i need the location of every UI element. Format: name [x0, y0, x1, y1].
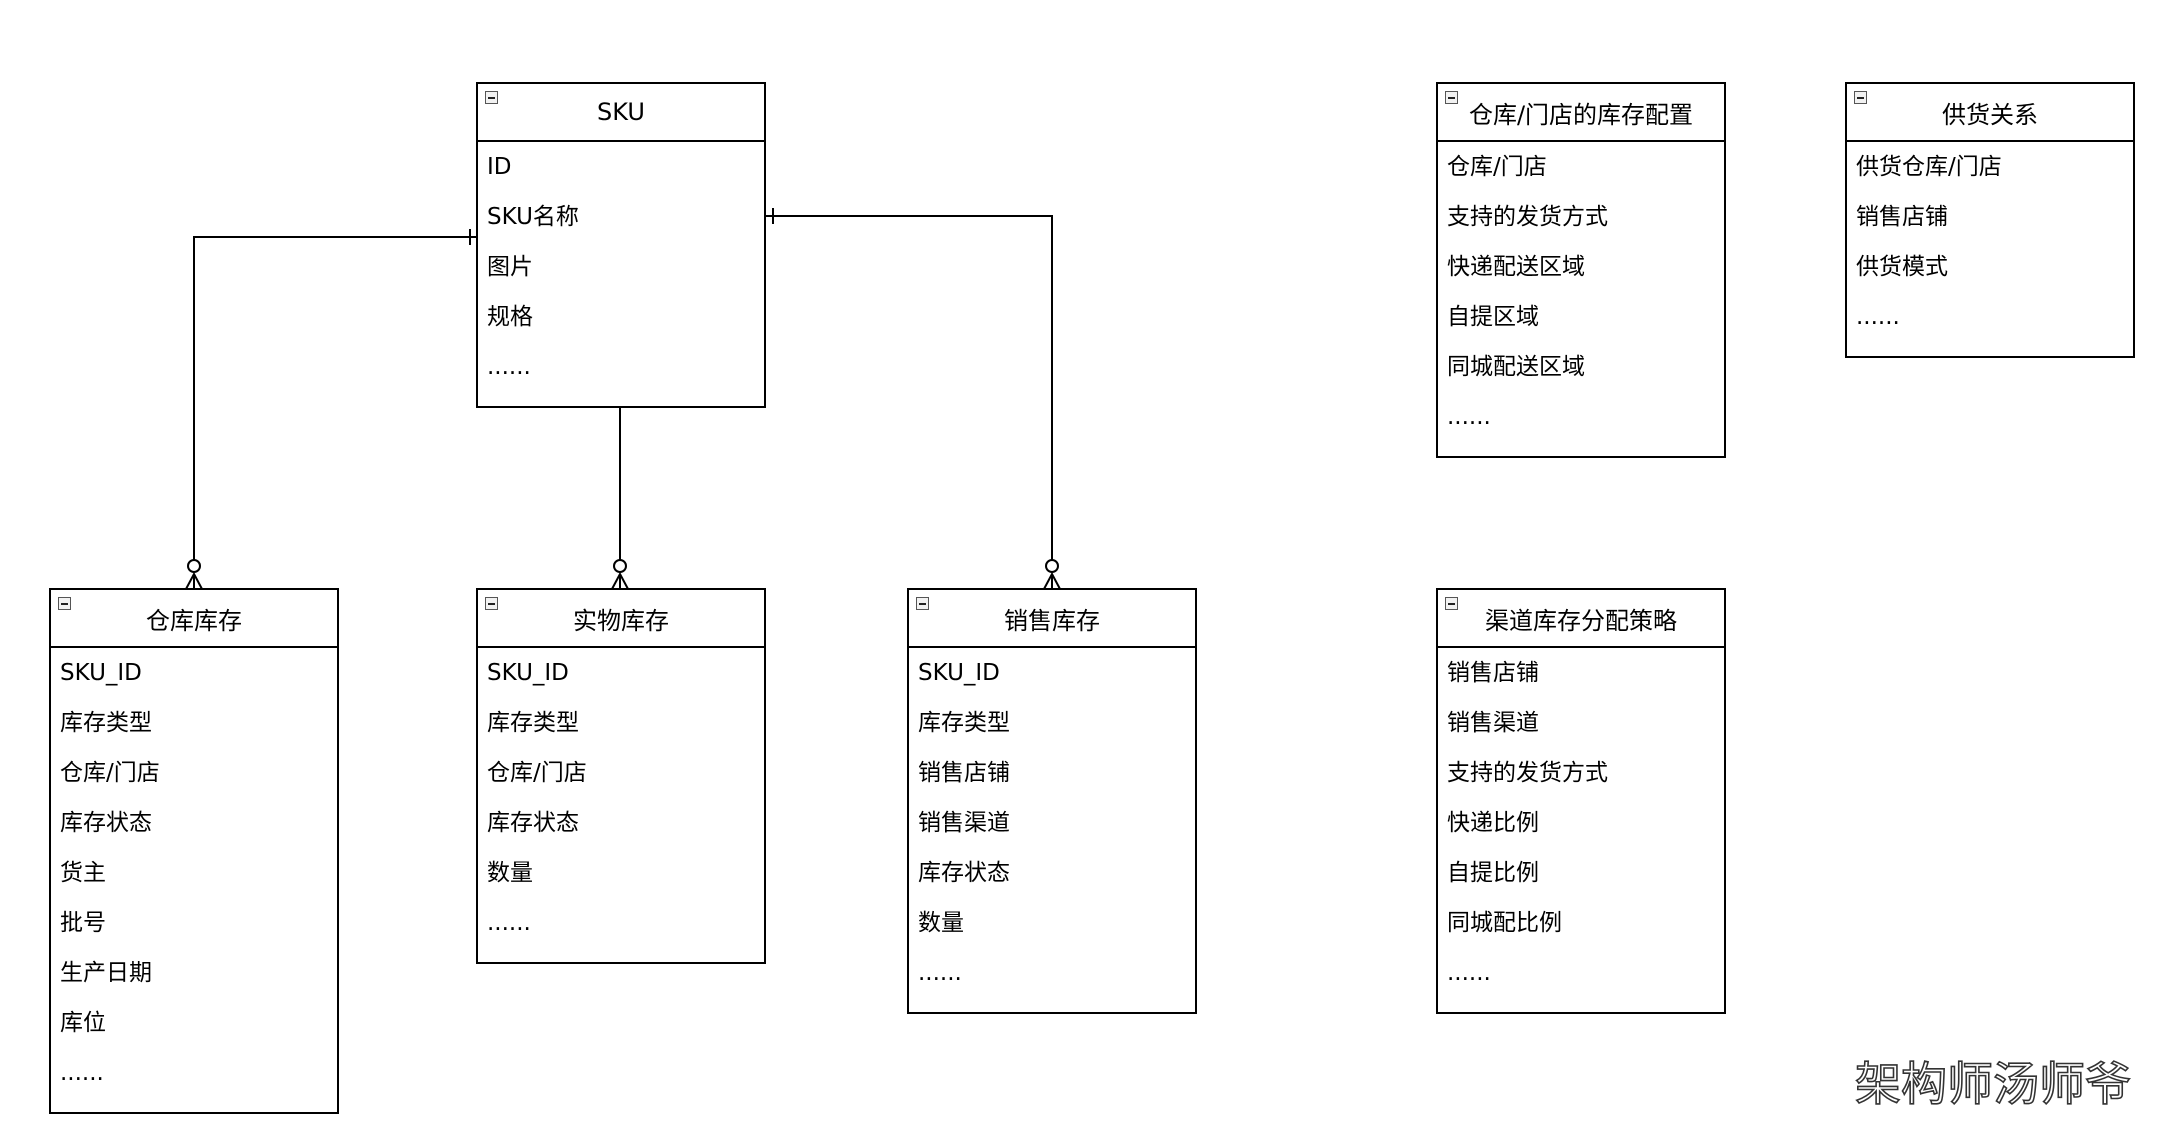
entity-channel-allocation-strategy[interactable]: 渠道库存分配策略 销售店铺销售渠道支持的发货方式快递比例自提比例同城配比例...…	[1436, 588, 1726, 1014]
entity-field-list: SKU_ID 库存类型销售店铺销售渠道库存状态数量......	[909, 648, 1195, 1012]
entity-field[interactable]: 库存状态	[487, 810, 579, 836]
entity-title: 销售库存	[1004, 606, 1100, 635]
entity-field[interactable]: 快递配送区域	[1447, 254, 1585, 280]
entity-title: 仓库/门店的库存配置	[1468, 100, 1694, 129]
entity-field[interactable]: 数量	[918, 910, 964, 936]
zero-marker-warehouse-inventory	[187, 559, 201, 573]
entity-field[interactable]: 销售店铺	[1447, 660, 1539, 686]
entity-field[interactable]: SKU_ID	[60, 660, 142, 686]
entity-field[interactable]: 生产日期	[60, 960, 152, 986]
entity-sku[interactable]: SKU ID SKU名称图片规格......	[476, 82, 766, 408]
zero-marker-physical-inventory	[613, 559, 627, 573]
entity-field[interactable]: 销售店铺	[918, 760, 1010, 786]
entity-header[interactable]: 销售库存	[909, 590, 1195, 648]
entity-field[interactable]: ......	[487, 354, 531, 380]
entity-field[interactable]: 仓库/门店	[487, 760, 587, 786]
relation-line-sku-warehouse-inventory	[193, 236, 476, 566]
entity-field[interactable]: 库位	[60, 1010, 106, 1036]
collapse-icon[interactable]	[1854, 91, 1867, 104]
entity-field[interactable]: ......	[487, 910, 531, 936]
collapse-icon[interactable]	[485, 91, 498, 104]
collapse-icon[interactable]	[916, 597, 929, 610]
entity-field-list: ID SKU名称图片规格......	[478, 142, 764, 406]
entity-title: SKU	[597, 98, 645, 126]
entity-field[interactable]: 销售店铺	[1856, 204, 1948, 230]
entity-field[interactable]: 供货仓库/门店	[1856, 154, 2002, 180]
entity-header[interactable]: 供货关系	[1847, 84, 2133, 142]
entity-field[interactable]: ......	[1447, 960, 1491, 986]
entity-field[interactable]: ......	[1856, 304, 1900, 330]
entity-field-list: 销售店铺销售渠道支持的发货方式快递比例自提比例同城配比例......	[1438, 648, 1724, 1012]
entity-field[interactable]: 供货模式	[1856, 254, 1948, 280]
collapse-icon[interactable]	[1445, 91, 1458, 104]
entity-store-inventory-config[interactable]: 仓库/门店的库存配置 仓库/门店支持的发货方式快递配送区域自提区域同城配送区域.…	[1436, 82, 1726, 458]
zero-marker-sales-inventory	[1045, 559, 1059, 573]
entity-title: 供货关系	[1942, 100, 2038, 129]
entity-field[interactable]: 仓库/门店	[1447, 154, 1547, 180]
entity-field-list: 供货仓库/门店销售店铺供货模式......	[1847, 142, 2133, 356]
entity-field[interactable]: SKU名称	[487, 204, 579, 230]
entity-field-list: SKU_ID 库存类型仓库/门店库存状态数量......	[478, 648, 764, 962]
entity-field[interactable]: 支持的发货方式	[1447, 204, 1608, 230]
entity-field[interactable]: 图片	[487, 254, 533, 280]
entity-field[interactable]: 规格	[487, 304, 533, 330]
entity-field[interactable]: 销售渠道	[1447, 710, 1539, 736]
entity-field[interactable]: 快递比例	[1447, 810, 1539, 836]
entity-sales-inventory[interactable]: 销售库存 SKU_ID 库存类型销售店铺销售渠道库存状态数量......	[907, 588, 1197, 1014]
relation-line-sku-sales-inventory	[766, 215, 1053, 566]
entity-header[interactable]: 仓库库存	[51, 590, 337, 648]
entity-field[interactable]: 货主	[60, 860, 106, 886]
entity-field[interactable]: 自提区域	[1447, 304, 1539, 330]
entity-field-list: SKU_ID 库存类型仓库/门店库存状态货主批号生产日期库位......	[51, 648, 337, 1112]
entity-field[interactable]: 数量	[487, 860, 533, 886]
collapse-icon[interactable]	[485, 597, 498, 610]
entity-field[interactable]: 仓库/门店	[60, 760, 160, 786]
entity-field[interactable]: 库存类型	[60, 710, 152, 736]
entity-field[interactable]: ID	[487, 154, 512, 180]
entity-supply-relation[interactable]: 供货关系 供货仓库/门店销售店铺供货模式......	[1845, 82, 2135, 358]
entity-header[interactable]: SKU	[478, 84, 764, 142]
watermark-text: 架构师汤师爷	[1854, 1056, 2132, 1112]
entity-title: 实物库存	[573, 606, 669, 635]
entity-field[interactable]: SKU_ID	[918, 660, 1000, 686]
entity-physical-inventory[interactable]: 实物库存 SKU_ID 库存类型仓库/门店库存状态数量......	[476, 588, 766, 964]
collapse-icon[interactable]	[1445, 597, 1458, 610]
entity-field[interactable]: 批号	[60, 910, 106, 936]
entity-field[interactable]: 库存类型	[487, 710, 579, 736]
entity-field[interactable]: ......	[1447, 404, 1491, 430]
entity-field[interactable]: 同城配比例	[1447, 910, 1562, 936]
collapse-icon[interactable]	[58, 597, 71, 610]
entity-field[interactable]: 销售渠道	[918, 810, 1010, 836]
entity-field[interactable]: 库存状态	[918, 860, 1010, 886]
entity-field[interactable]: 支持的发货方式	[1447, 760, 1608, 786]
entity-field[interactable]: 自提比例	[1447, 860, 1539, 886]
entity-title: 仓库库存	[146, 606, 242, 635]
entity-field[interactable]: 库存状态	[60, 810, 152, 836]
entity-header[interactable]: 实物库存	[478, 590, 764, 648]
entity-title: 渠道库存分配策略	[1485, 606, 1677, 635]
entity-field[interactable]: ......	[918, 960, 962, 986]
entity-field[interactable]: 同城配送区域	[1447, 354, 1585, 380]
entity-field[interactable]: 库存类型	[918, 710, 1010, 736]
entity-field-list: 仓库/门店支持的发货方式快递配送区域自提区域同城配送区域......	[1438, 142, 1724, 456]
entity-field[interactable]: SKU_ID	[487, 660, 569, 686]
entity-header[interactable]: 仓库/门店的库存配置	[1438, 84, 1724, 142]
entity-field[interactable]: ......	[60, 1060, 104, 1086]
entity-header[interactable]: 渠道库存分配策略	[1438, 590, 1724, 648]
entity-warehouse-inventory[interactable]: 仓库库存 SKU_ID 库存类型仓库/门店库存状态货主批号生产日期库位......	[49, 588, 339, 1114]
